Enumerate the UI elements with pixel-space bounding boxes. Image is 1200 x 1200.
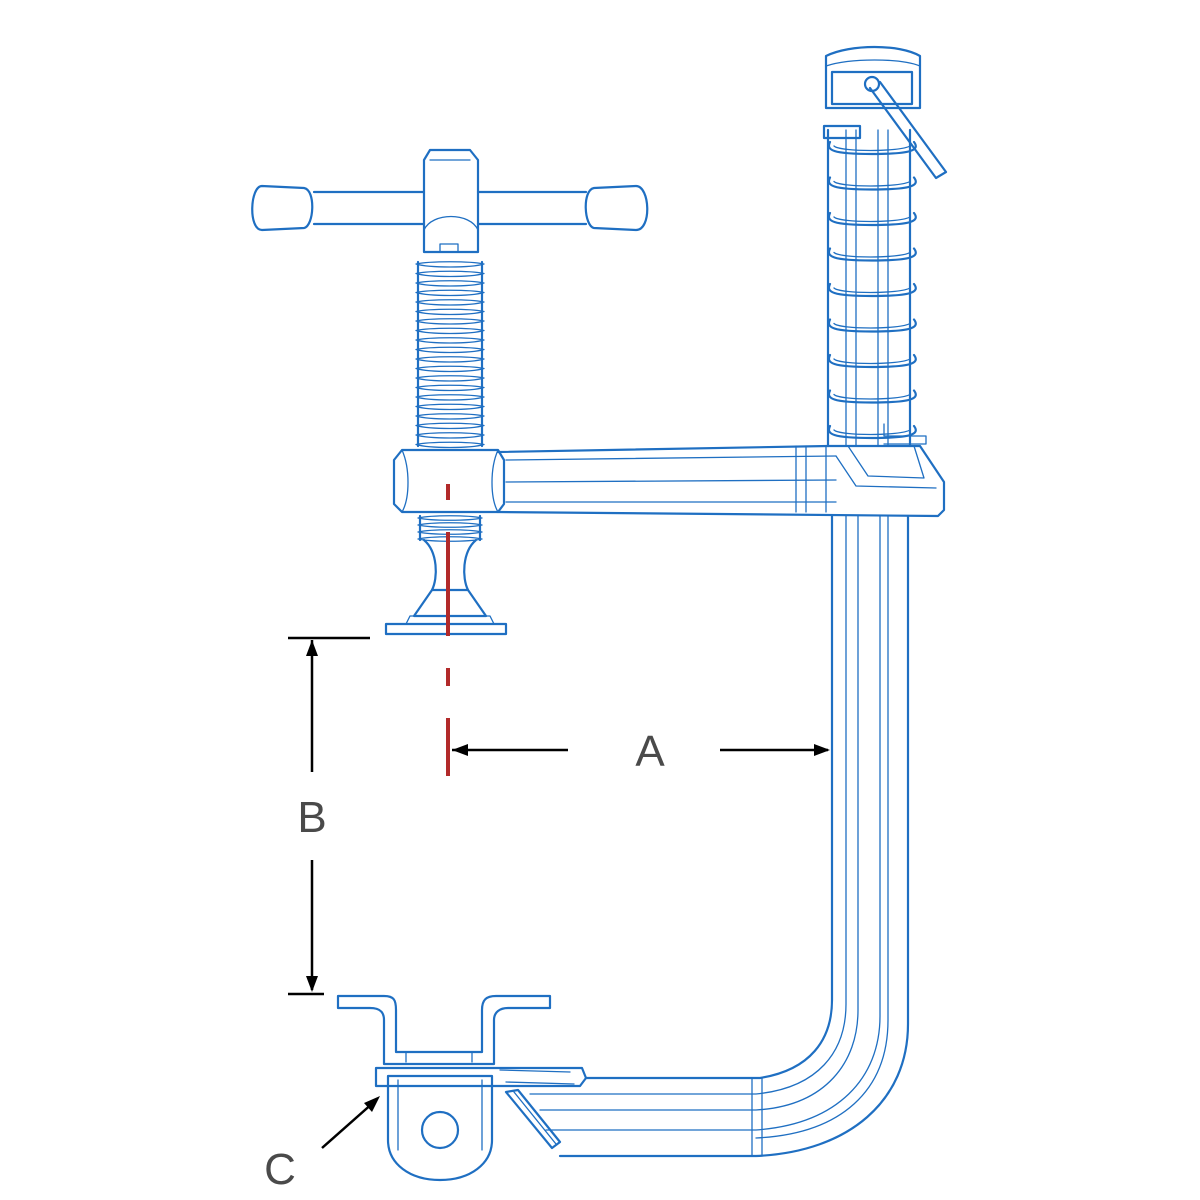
threaded-screw [415,260,485,449]
c-frame-rail [529,514,910,1158]
label-c: C [264,1145,296,1194]
t-handle [251,148,649,254]
label-a: A [635,727,665,776]
sliding-arm [392,444,946,518]
label-b: B [297,793,326,842]
callout-c: C [264,1096,380,1194]
dimension-a: A [452,727,830,776]
spring-assembly [822,45,948,448]
dimension-b: B [288,636,370,996]
lower-jaw [336,994,588,1182]
